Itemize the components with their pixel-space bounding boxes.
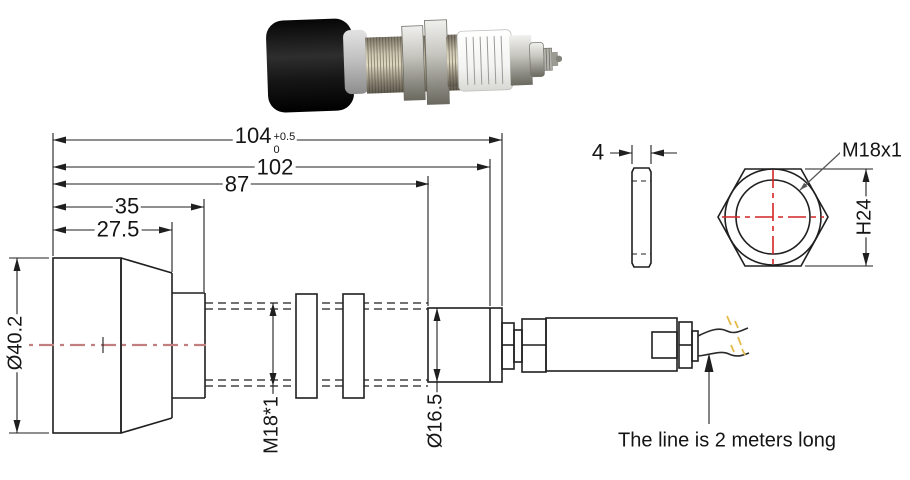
cable-wires xyxy=(697,315,750,357)
m18x1-leader xyxy=(799,150,843,191)
dim-nut-height-label: H24 xyxy=(853,196,876,238)
photo-hex-nuts xyxy=(401,19,450,105)
dim-tube-diameter-label: Ø16.5 xyxy=(424,391,447,451)
lock-nuts xyxy=(295,293,365,399)
thread-spec-label: M18*1 xyxy=(260,394,283,456)
nut-side-view xyxy=(631,167,652,268)
cable-length-note: The line is 2 meters long xyxy=(618,429,836,452)
photo-collar xyxy=(343,29,369,95)
dimension-arrows xyxy=(13,136,870,433)
centerline xyxy=(8,337,206,353)
dim-overall-length-value: 104 xyxy=(234,122,272,148)
hex-centerlines xyxy=(722,170,824,264)
dim-head-diameter-label: Ø40.2 xyxy=(4,313,27,373)
photo-connector xyxy=(509,34,562,86)
dim-nut-thickness-label: 4 xyxy=(589,139,607,165)
photo-rubber-cap xyxy=(266,18,355,113)
product-photo-image xyxy=(266,18,562,113)
dim-head-length-label: 35 xyxy=(112,193,142,219)
dim-cap-length-label: 27.5 xyxy=(94,216,142,242)
dim-thread-length-label: 87 xyxy=(222,171,252,197)
dim-body-length-label: 102 xyxy=(254,154,296,180)
extension-lines xyxy=(9,133,873,434)
nut-thread-label: M18x1 xyxy=(839,139,905,162)
connector-outline xyxy=(501,317,699,373)
cable-callout-arrow xyxy=(704,353,714,424)
